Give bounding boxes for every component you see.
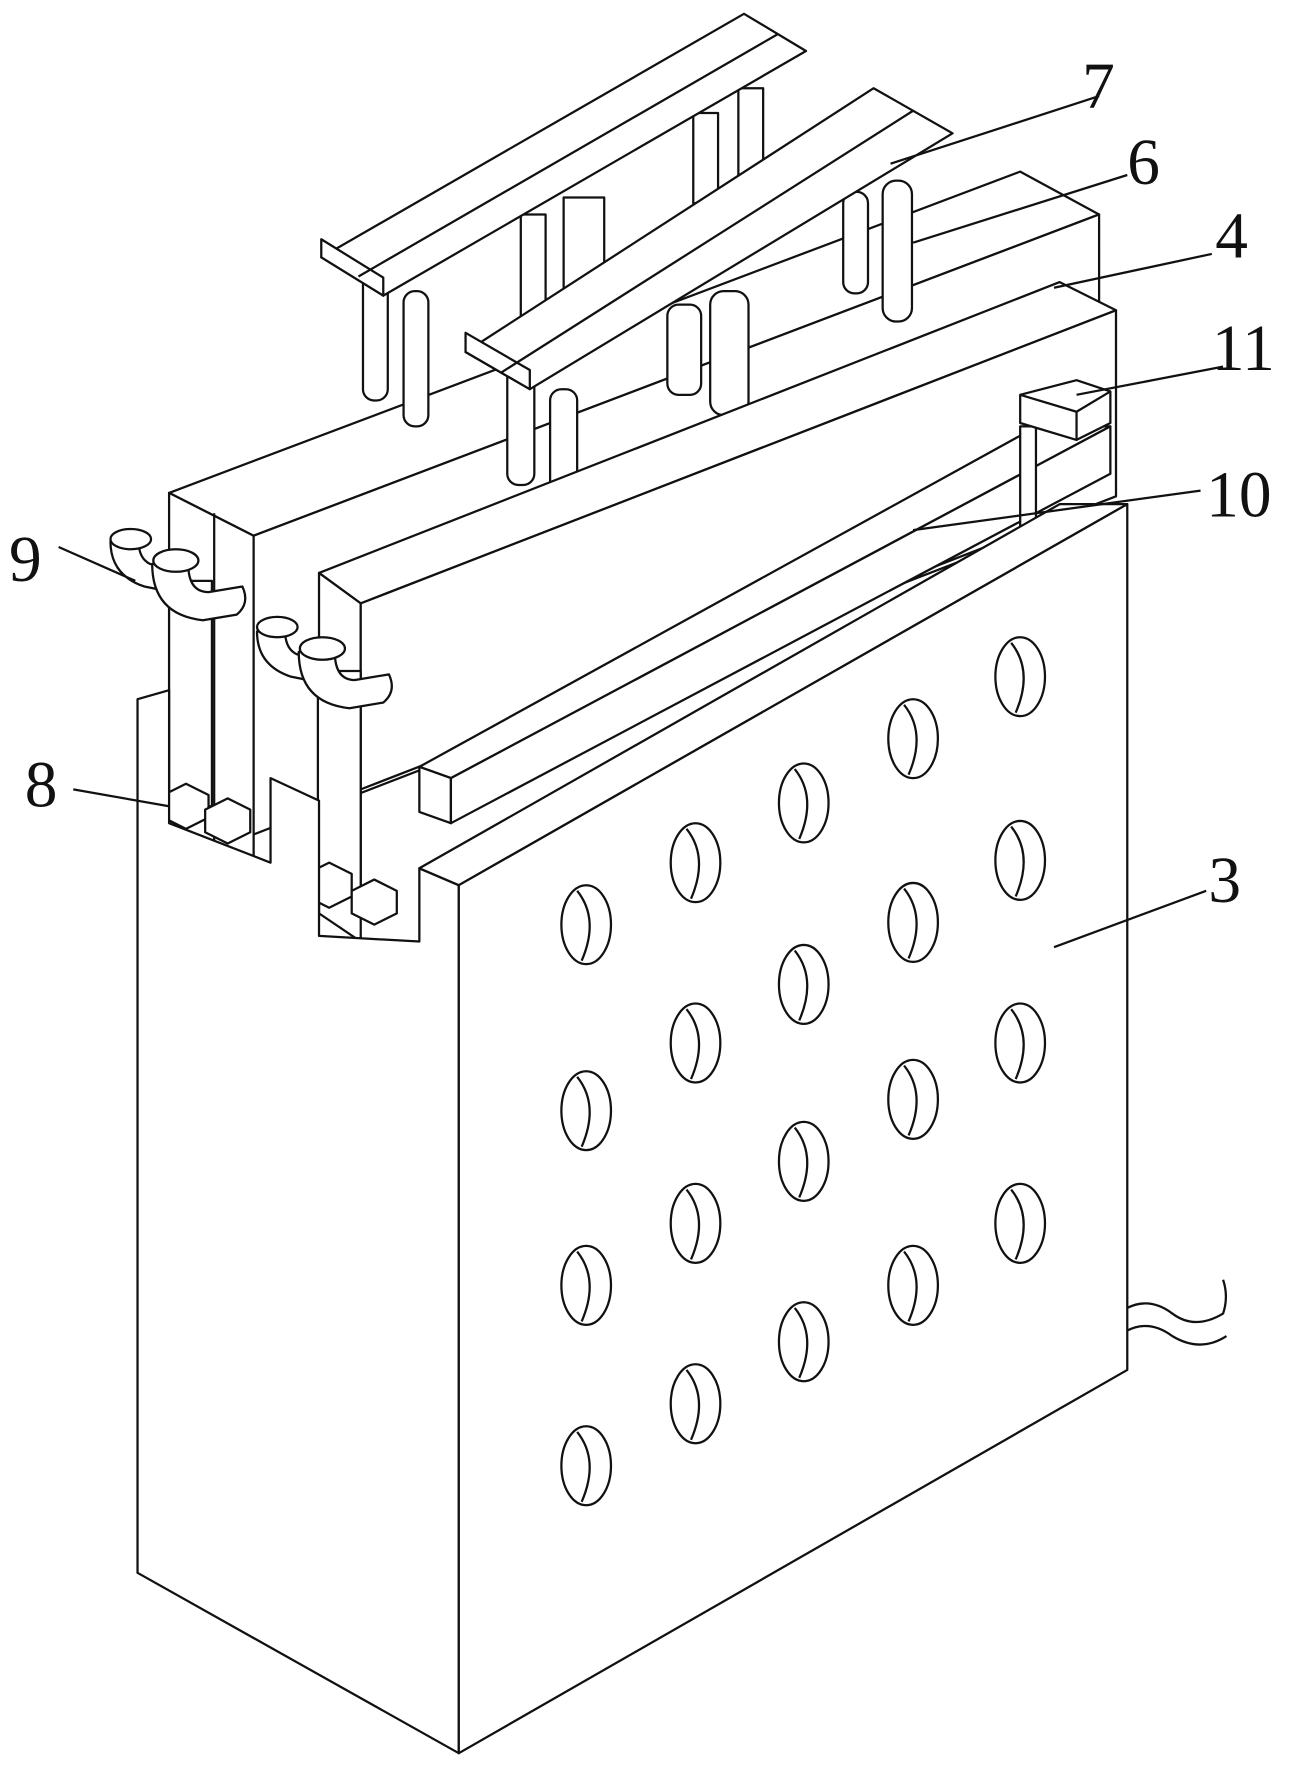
- vent-hole-shade: [685, 1008, 701, 1080]
- vent-hole: [994, 1002, 1047, 1084]
- vent-hole-shade: [793, 1307, 809, 1379]
- vent-hole: [669, 1182, 722, 1264]
- vent-hole: [669, 1002, 722, 1084]
- pipes: [109, 527, 398, 926]
- label-10: 10: [1206, 460, 1271, 532]
- vent-hole-shade: [903, 1250, 918, 1322]
- label-9: 9: [9, 524, 42, 596]
- vent-hole-shade: [903, 887, 918, 959]
- vent-hole-shade: [1010, 1188, 1025, 1260]
- nut: [204, 797, 252, 845]
- top-bar-1: [320, 12, 808, 428]
- vent-hole: [777, 1120, 830, 1202]
- label-6: 6: [1127, 127, 1160, 199]
- vent-hole-shade: [576, 1431, 591, 1503]
- nut: [350, 878, 398, 926]
- vent-hole-shade: [576, 1250, 591, 1322]
- top-bar-2: [464, 87, 954, 515]
- vent-hole: [887, 1244, 940, 1326]
- vent-hole: [994, 1182, 1047, 1264]
- vent-hole-shade: [903, 704, 918, 776]
- vent-hole-shade: [793, 1126, 809, 1198]
- leader-lines: [58, 95, 1224, 949]
- vent-hole-shade: [903, 1064, 918, 1136]
- vent-hole-shade: [1010, 642, 1025, 714]
- block-11: [1019, 379, 1112, 442]
- vent-hole: [887, 698, 940, 780]
- vent-hole: [777, 1301, 830, 1383]
- vent-hole: [777, 943, 830, 1025]
- vent-hole-shade: [685, 1188, 701, 1260]
- vent-hole-shade: [576, 1076, 591, 1148]
- vent-hole-shade: [1010, 825, 1025, 897]
- vent-hole-shade: [1010, 1008, 1025, 1080]
- vent-holes: [560, 636, 1047, 1507]
- vent-hole: [560, 1070, 613, 1152]
- vent-hole: [560, 1244, 613, 1326]
- vent-hole-shade: [576, 890, 591, 962]
- vent-hole: [560, 1425, 613, 1507]
- vent-hole: [777, 762, 830, 844]
- label-4: 4: [1215, 200, 1248, 272]
- vent-hole: [669, 1363, 722, 1445]
- vent-hole-shade: [793, 949, 809, 1021]
- vent-hole: [994, 636, 1047, 718]
- vent-hole-shade: [793, 768, 809, 840]
- label-8: 8: [25, 749, 58, 821]
- vent-hole: [669, 822, 722, 904]
- vent-hole: [560, 884, 613, 966]
- vent-hole-shade: [685, 1369, 701, 1441]
- label-7: 7: [1082, 50, 1115, 122]
- label-11: 11: [1212, 313, 1275, 385]
- vent-hole: [994, 819, 1047, 901]
- vent-hole: [887, 881, 940, 963]
- vent-hole: [887, 1058, 940, 1140]
- label-3: 3: [1208, 845, 1241, 917]
- vent-hole-shade: [685, 828, 701, 900]
